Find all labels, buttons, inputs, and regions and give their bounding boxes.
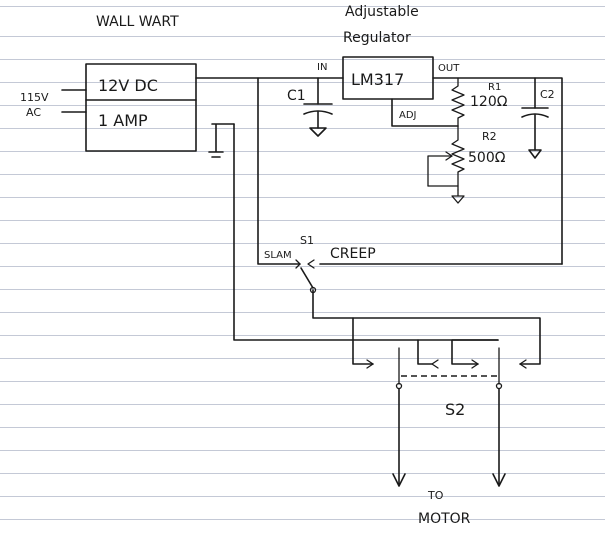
wire-output-rail bbox=[432, 77, 563, 265]
wire-s1-common bbox=[312, 289, 541, 365]
regulator-part-label: LM317 bbox=[351, 70, 404, 89]
c1-ground-symbol bbox=[309, 127, 327, 137]
wire-s2-feed-left bbox=[352, 317, 374, 365]
regulator-adj-pin-label: ADJ bbox=[399, 110, 417, 121]
potentiometer-r2: R2 500Ω bbox=[427, 125, 506, 204]
switch-s1: SLAM S1 CREEP bbox=[264, 234, 376, 294]
wall-wart-box bbox=[85, 63, 197, 152]
r2-value: 500Ω bbox=[468, 150, 506, 166]
wall-wart-ground-symbol bbox=[208, 123, 235, 158]
r1-value: 120Ω bbox=[470, 94, 508, 110]
s1-lever bbox=[300, 267, 314, 289]
motor-lead-right-arrow bbox=[492, 473, 506, 487]
regulator-in-pin-label: IN bbox=[317, 62, 327, 73]
wire-slam bbox=[257, 77, 301, 265]
s1-label: S1 bbox=[300, 234, 314, 247]
c2-label: C2 bbox=[540, 88, 555, 101]
s2-label: S2 bbox=[445, 400, 465, 419]
lm317-regulator: Adjustable Regulator LM317 IN OUT ADJ bbox=[317, 4, 460, 121]
wire-s2-cross bbox=[451, 339, 499, 365]
capacitor-c1: C1 bbox=[287, 77, 333, 137]
regulator-out-pin-label: OUT bbox=[438, 63, 460, 74]
r2-label: R2 bbox=[482, 130, 497, 143]
ac-input-type-label: AC bbox=[26, 106, 41, 119]
motor-label: TO MOTOR bbox=[418, 489, 471, 527]
motor-label-line2: MOTOR bbox=[418, 511, 471, 527]
r2-ground-symbol bbox=[451, 195, 465, 204]
ac-input-voltage-label: 115V bbox=[20, 91, 49, 104]
wire-adj bbox=[391, 98, 459, 127]
wire-ground-return bbox=[233, 123, 433, 365]
motor-label-line1: TO bbox=[427, 489, 444, 502]
regulator-title-2: Regulator bbox=[343, 30, 411, 46]
switch-s2: S2 bbox=[366, 347, 527, 487]
s1-slam-label: SLAM bbox=[264, 250, 292, 261]
c2-ground-symbol bbox=[528, 149, 542, 159]
regulator-title-1: Adjustable bbox=[345, 4, 419, 20]
capacitor-c2: C2 bbox=[521, 77, 555, 159]
creep-arrow bbox=[307, 259, 315, 269]
wall-wart: WALL WART 12V DC 1 AMP 115V AC bbox=[20, 14, 197, 152]
wall-wart-title: WALL WART bbox=[96, 14, 179, 30]
r1-label: R1 bbox=[488, 82, 501, 93]
resistor-r1: R1 120Ω bbox=[451, 77, 508, 127]
wall-wart-voltage-label: 12V DC bbox=[98, 76, 158, 95]
s1-creep-label: CREEP bbox=[330, 246, 376, 262]
motor-lead-left-arrow bbox=[392, 473, 406, 487]
wall-wart-current-label: 1 AMP bbox=[98, 111, 148, 130]
c1-label: C1 bbox=[287, 88, 306, 104]
wiring bbox=[195, 77, 563, 365]
